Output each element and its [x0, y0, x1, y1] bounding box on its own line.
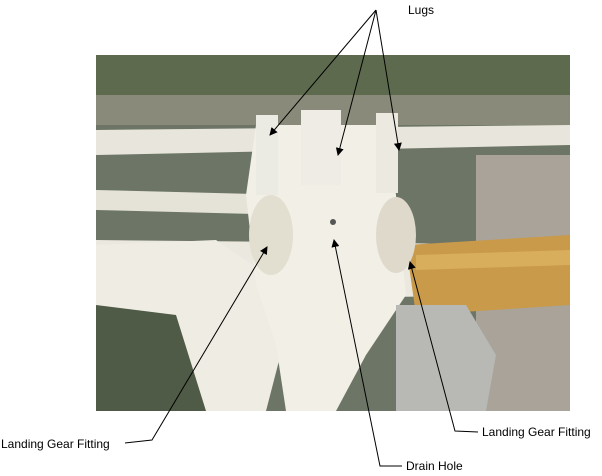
landing-gear-fitting-left-label: Landing Gear Fitting: [1, 437, 110, 451]
lugs-leader-2: [335, 9, 377, 156]
lugs-leader-3: [375, 9, 402, 151]
right-fitting-leader: [407, 261, 479, 433]
left-fitting-leader: [124, 246, 268, 444]
drain-hole-label: Drain Hole: [406, 459, 463, 473]
landing-gear-fitting-photo: [96, 55, 570, 411]
landing-gear-fitting-right-label: Landing Gear Fitting: [482, 425, 591, 439]
drain-hole-leader: [331, 239, 402, 467]
lugs-label: Lugs: [408, 3, 435, 17]
lugs-leader-1: [269, 9, 377, 136]
